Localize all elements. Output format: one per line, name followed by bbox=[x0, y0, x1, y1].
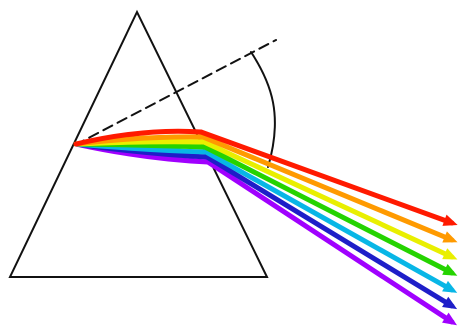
cyan-ray-outside-prism bbox=[203, 149, 455, 293]
green-ray-outside-prism bbox=[202, 144, 455, 276]
red-ray-inside-prism bbox=[73, 128, 204, 147]
green-arrowhead bbox=[442, 264, 458, 276]
blue-ray-outside-prism bbox=[204, 154, 455, 309]
spectrum-group bbox=[73, 128, 458, 326]
red-arrowhead bbox=[442, 214, 458, 226]
violet-ray-outside-prism bbox=[205, 159, 455, 325]
red-ray-outside-prism bbox=[198, 129, 455, 226]
yellow-arrowhead bbox=[442, 248, 458, 260]
cyan-arrowhead bbox=[442, 280, 458, 293]
orange-ray-outside-prism bbox=[200, 134, 455, 243]
yellow-ray-outside-prism bbox=[201, 139, 455, 260]
orange-arrowhead bbox=[442, 231, 458, 243]
deviation-angle-arc bbox=[250, 51, 276, 168]
dashed-normal-line bbox=[74, 39, 277, 146]
blue-arrowhead bbox=[442, 296, 458, 310]
violet-arrowhead bbox=[442, 312, 458, 326]
